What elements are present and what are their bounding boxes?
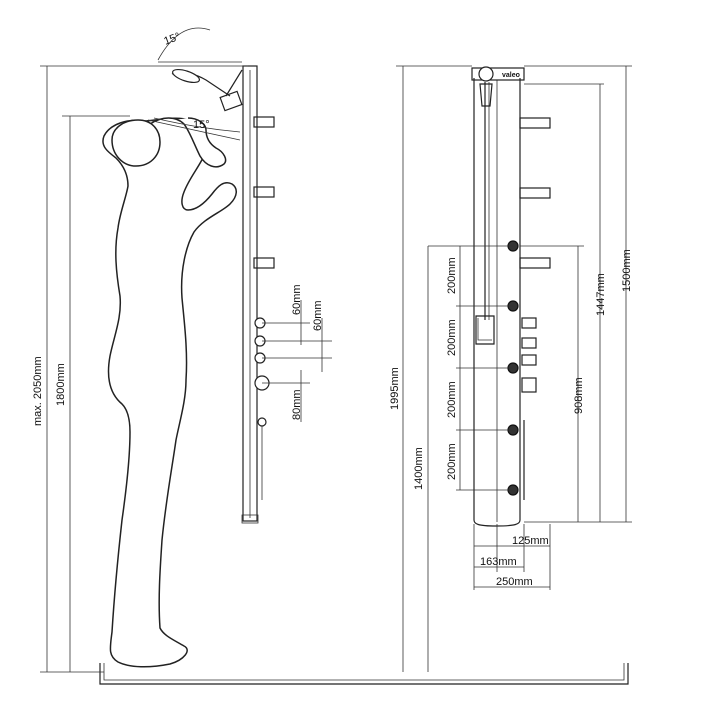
- dimension-widths: 125mm 163mm 250mm: [473, 524, 551, 590]
- jet-spacing-2: 200mm: [446, 319, 458, 356]
- angle-bottom-label: 15°: [193, 119, 210, 131]
- max-height-label: max. 2050mm: [32, 356, 44, 426]
- height-1400-label: 1400mm: [413, 447, 425, 490]
- angle-top-label: 15°: [162, 31, 182, 48]
- height-1447-label: 1447mm: [595, 273, 607, 316]
- height-1500-label: 1500mm: [621, 249, 633, 292]
- floor-line: [99, 663, 629, 685]
- head-height-label: 1800mm: [55, 363, 67, 406]
- body-jet-icon: [253, 116, 275, 269]
- jet-spacing-3: 200mm: [446, 381, 458, 418]
- dimension-1500: 1500mm: [524, 65, 633, 523]
- side-panel: [171, 65, 275, 524]
- dimension-total-height: 1995mm: [389, 65, 472, 672]
- total-height-label: 1995mm: [389, 367, 401, 410]
- person-silhouette-icon: [102, 117, 237, 668]
- angle-indicator: 15° 15°: [147, 27, 242, 141]
- dimension-1447: 1447mm: [524, 83, 607, 522]
- width-163-label: 163mm: [480, 556, 517, 568]
- control-knob-icon: [521, 317, 537, 500]
- hand-shower-icon: [171, 68, 231, 97]
- jet-spacing-4: 200mm: [446, 443, 458, 480]
- spacing-2-label: 60mm: [312, 300, 324, 331]
- jet-spacing-1: 200mm: [446, 257, 458, 294]
- dimension-908: 908mm: [520, 245, 585, 522]
- dimension-jet-spacing: 200mm 200mm 200mm 200mm: [428, 245, 513, 491]
- dimension-control-spacing: 60mm 60mm 80mm: [262, 284, 332, 422]
- width-250-label: 250mm: [496, 576, 533, 588]
- dimension-head-height: 1800mm: [55, 115, 130, 672]
- height-908-label: 908mm: [573, 377, 585, 414]
- dimension-1400: 1400mm: [413, 246, 429, 672]
- spacing-1-label: 60mm: [291, 284, 303, 315]
- width-125-label: 125mm: [512, 535, 549, 547]
- front-panel: valeo: [471, 66, 551, 527]
- spacing-3-label: 80mm: [291, 389, 303, 420]
- body-jet-icon: [519, 117, 551, 269]
- brand-label: valeo: [502, 72, 520, 79]
- dimension-max-height: max. 2050mm: [32, 65, 248, 673]
